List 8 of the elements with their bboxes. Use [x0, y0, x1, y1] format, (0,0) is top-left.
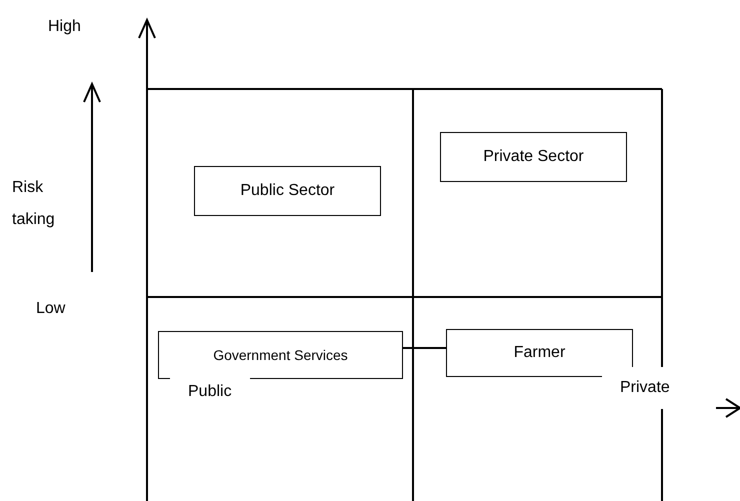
axis-label: High — [48, 17, 81, 37]
axis-title: Risk taking — [12, 178, 56, 230]
label-box: Farmer — [446, 329, 633, 377]
connector-line — [403, 347, 446, 349]
label-box: Public Sector — [194, 166, 381, 216]
axis-label: Low — [36, 299, 66, 319]
label-box: Private Sector — [440, 132, 627, 182]
label-box: Government Services — [158, 331, 403, 379]
